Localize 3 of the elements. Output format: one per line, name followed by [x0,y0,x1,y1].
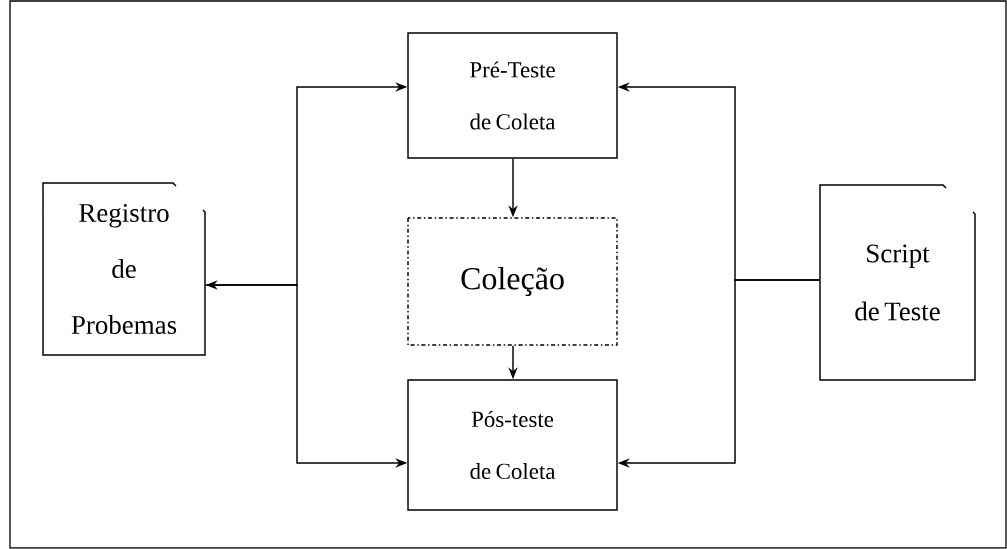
dashed-box: Coleção [407,217,618,346]
process-box: Pós-teste de Coleta [407,379,618,511]
process-box: Pré-Teste de Coleta [407,32,618,159]
